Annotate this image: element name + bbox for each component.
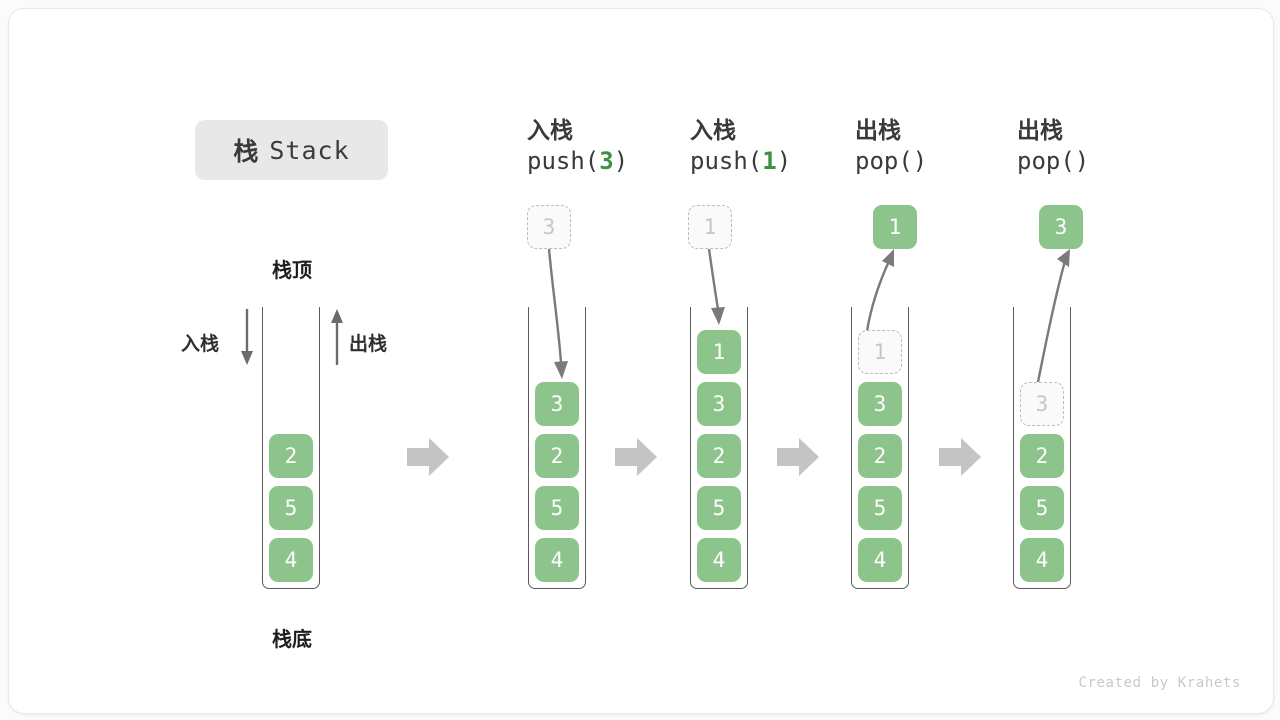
stack-container-push-3 [528,307,586,589]
title-cn: 栈 [233,137,260,166]
stack-cell: 3 [858,382,902,426]
stack-cell: 2 [1020,434,1064,478]
header-line1: 入栈 [527,118,573,144]
stack-cell: 4 [535,538,579,582]
diagram-card: 栈 Stack 入栈 push(3) 入栈 push(1) 出栈 pop() 出… [8,8,1274,714]
stack-container-pop-1 [851,307,909,589]
pop-side-label: 出栈 [349,333,388,355]
header-line2: push(3) [527,146,717,177]
stack-cell: 4 [1020,538,1064,582]
pop-motion-arrow-icon [865,249,894,332]
stack-top-label: 栈顶 [272,258,312,282]
transition-arrow-icon [777,438,819,476]
push-direction-arrow-icon [241,309,253,365]
header-paren: ) [776,147,792,176]
header-line1: 出栈 [1017,118,1063,144]
stack-cell: 3 [697,382,741,426]
pop-direction-arrow-icon [331,309,343,365]
header-arg: 1 [762,147,777,176]
stack-cell: 2 [858,434,902,478]
pop-motion-arrow-icon [1035,249,1070,388]
popped-cell: 1 [873,205,917,249]
column-header-push-3: 入栈 push(3) [527,117,717,177]
header-fn: push( [527,147,600,176]
outgoing-ghost-cell: 3 [1020,382,1064,426]
header-line2: pop() [855,147,928,176]
incoming-ghost-cell: 1 [688,205,732,249]
column-header-pop-3: 出栈 pop() [1017,117,1207,177]
push-motion-arrow-icon [547,248,568,379]
stack-cell: 5 [858,486,902,530]
stack-cell: 5 [269,486,313,530]
header-line1: 入栈 [690,118,736,144]
incoming-ghost-cell: 3 [527,205,571,249]
stack-container-initial [262,307,320,589]
stack-cell: 4 [858,538,902,582]
stack-cell: 2 [697,434,741,478]
header-line1: 出栈 [855,118,901,144]
push-side-label: 入栈 [181,333,220,355]
popped-cell: 3 [1039,205,1083,249]
push-motion-arrow-icon [707,248,725,325]
footer-credit: Created by Krahets [1078,675,1241,691]
header-fn: push( [690,147,763,176]
stack-cell: 1 [697,330,741,374]
stack-cell: 5 [1020,486,1064,530]
stack-bottom-label: 栈底 [272,627,312,651]
stack-cell: 4 [697,538,741,582]
title-en: Stack [269,135,350,165]
stack-container-push-1 [690,307,748,589]
transition-arrow-icon [615,438,657,476]
stack-cell: 2 [535,434,579,478]
stack-cell: 4 [269,538,313,582]
header-paren: ) [613,147,629,176]
stack-cell: 5 [697,486,741,530]
header-line2: pop() [1017,147,1090,176]
stack-cell: 5 [535,486,579,530]
transition-arrow-icon [407,438,449,476]
column-header-push-1: 入栈 push(1) [690,117,880,177]
stack-cell: 2 [269,434,313,478]
column-header-pop-1: 出栈 pop() [855,117,1045,177]
stack-cell: 3 [535,382,579,426]
header-line2: push(1) [690,146,880,177]
outgoing-ghost-cell: 1 [858,330,902,374]
title-badge: 栈 Stack [195,120,388,180]
stack-container-pop-3 [1013,307,1071,589]
header-arg: 3 [599,147,614,176]
transition-arrow-icon [939,438,981,476]
